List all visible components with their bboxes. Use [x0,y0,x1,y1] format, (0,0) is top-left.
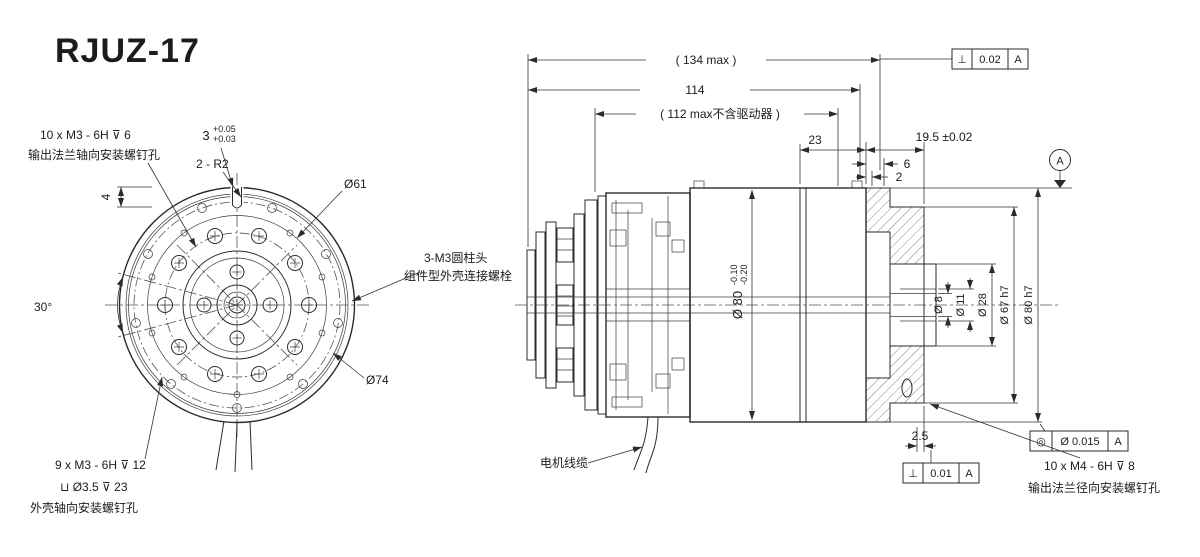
concentricity-icon: ◎ [1036,436,1046,448]
side-motor-body [689,180,867,423]
fcf-concentricity-datum: A [1114,436,1122,448]
annotation-housing-bolts: 3-M3圆柱头 组件型外壳连接螺栓 [351,250,512,302]
housing-bolts-spec: 3-M3圆柱头 [424,250,487,265]
fcf-top-value: 0.02 [979,54,1000,66]
fcf-perpendicularity-top: ⊥ 0.02 A [880,48,1029,70]
annotation-slot-width: 3 +0.05 +0.03 [202,124,236,188]
annotation-flange-radial-holes: 10 x M4 - 6H ⊽ 8 输出法兰径向安装螺钉孔 [929,403,1160,495]
annotation-dim4: 4 [99,186,152,208]
dim-dia8: Ø 8 [933,282,952,328]
housing-bolts-label: 组件型外壳连接螺栓 [404,268,512,283]
dim-19-5: 19.5 ±0.02 [866,130,973,204]
front-small-holes [148,229,326,398]
dia80-body-tol-lower: -0.20 [739,264,749,285]
housing-axial-holes-counterbore: ⊔ Ø3.5 ⊽ 23 [60,480,128,494]
dim-dia80-body: Ø 80 -0.10 -0.20 [729,190,755,420]
dim-114-value: 114 [685,83,704,97]
dim-6: 6 [852,157,911,186]
dia28-value: Ø 28 [977,293,989,317]
housing-axial-holes-spec: 9 x M3 - 6H ⊽ 12 [55,458,146,472]
dim-dia28: Ø 28 [936,263,996,347]
datum-a-label: A [1056,156,1064,168]
front-flange-screws [157,228,317,382]
dim-2: 2 [856,170,903,186]
dia80-body-tol-upper: -0.10 [729,264,739,285]
front-center-screws [196,264,278,346]
fcf-bottom-value: 0.01 [930,468,951,480]
slot-tol-upper: +0.05 [213,124,236,134]
fcf-perpendicularity-bottom: ⊥ 0.01 A [902,450,980,484]
front-top-notch [230,185,244,209]
dim-23: 23 [799,133,867,184]
fcf-concentricity: ◎ Ø 0.015 A [1029,423,1129,452]
dim-6-value: 6 [904,157,911,171]
dim-114: 114 [528,83,861,175]
slot-width-value: 3 [202,128,209,143]
datum-a-flag: A [1049,149,1071,188]
page-title: RJUZ-17 [55,32,200,70]
dim4-value: 4 [99,193,113,200]
dim-dia80-h7: Ø 80 h7 [890,187,1072,423]
annotation-angle-30: 30° [34,276,124,334]
flange-axial-holes-label: 输出法兰轴向安装螺钉孔 [28,147,160,162]
front-view: 10 x M3 - 6H ⊽ 6 输出法兰轴向安装螺钉孔 3 +0.05 +0.… [28,124,512,515]
fcf-top-datum: A [1014,54,1022,66]
fcf-bottom-datum: A [965,468,973,480]
dim-19-5-value: 19.5 ±0.02 [916,130,973,144]
dim-23-value: 23 [808,133,822,147]
side-view: ( 134 max ) 114 ( 112 max不含驱动器 ) 23 19.5… [515,48,1160,495]
housing-axial-holes-label: 外壳轴向安装螺钉孔 [30,500,138,515]
dia80-h7-value: Ø 80 h7 [1023,285,1035,324]
side-motor-cable [633,416,659,474]
flange-radial-holes-spec: 10 x M4 - 6H ⊽ 8 [1044,459,1135,473]
annotation-housing-axial-holes: 9 x M3 - 6H ⊽ 12 ⊔ Ø3.5 ⊽ 23 外壳轴向安装螺钉孔 [30,376,164,515]
front-cable-pins [215,420,253,473]
fcf-concentricity-value: Ø 0.015 [1060,436,1099,448]
dia80-body-value: Ø 80 [730,291,745,319]
angle-30-value: 30° [34,300,52,314]
dim-112-value: ( 112 max不含驱动器 ) [660,106,780,121]
fillet-r2-label: 2 - R2 [196,157,229,171]
dim-2-5: 2.5 [905,406,936,452]
annotation-dia74: Ø74 [332,352,389,387]
perpendicularity-icon: ⊥ [957,54,967,66]
side-shaft [527,296,890,314]
annotation-fillet-r2: 2 - R2 [196,157,242,198]
perpendicularity-icon: ⊥ [908,468,918,480]
annotation-flange-axial-holes: 10 x M3 - 6H ⊽ 6 输出法兰轴向安装螺钉孔 [28,128,197,248]
datum-triangle-icon [1054,180,1066,188]
dim-2-value: 2 [896,170,903,184]
dim-dia67: Ø 67 h7 [924,206,1018,404]
motor-cable-label: 电机线缆 [540,456,588,470]
annotation-motor-cable: 电机线缆 [540,446,643,470]
dia74-label: Ø74 [366,373,389,387]
dia11-value: Ø 11 [955,293,967,316]
dim-112-max: ( 112 max不含驱动器 ) [594,106,839,192]
dia67-value: Ø 67 h7 [999,285,1011,324]
front-housing-holes [131,203,343,413]
dim-2-5-value: 2.5 [912,429,929,443]
dia8-value: Ø 8 [933,296,945,314]
dia61-label: Ø61 [344,177,367,191]
side-output-flange [865,187,937,423]
annotation-dia61: Ø61 [296,177,367,239]
dim-dia11: Ø 11 [938,278,974,332]
flange-radial-holes-label: 输出法兰径向安装螺钉孔 [1028,480,1160,495]
dim-134-value: ( 134 max ) [676,53,737,67]
slot-tol-lower: +0.03 [213,134,236,144]
flange-axial-holes-spec: 10 x M3 - 6H ⊽ 6 [40,128,131,142]
